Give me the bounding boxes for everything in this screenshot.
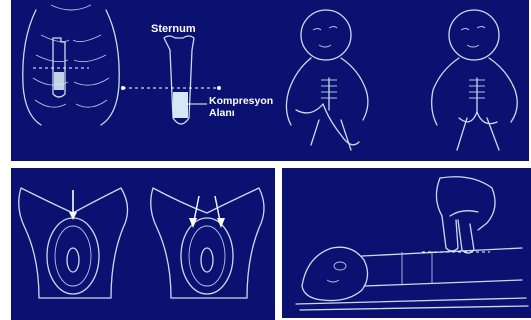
hand-fingers xyxy=(436,177,495,253)
chest-compression-diagram xyxy=(11,0,529,161)
compression-label-line1: Kompresyon xyxy=(209,95,273,107)
ribcage-sketch xyxy=(23,5,119,125)
cross-section-right xyxy=(151,188,264,298)
large-sternum xyxy=(121,36,221,124)
infant-figure-left xyxy=(286,10,367,150)
infant-compression-panel xyxy=(282,168,531,318)
infant-lying xyxy=(296,247,528,310)
small-sternum xyxy=(33,38,89,97)
sternum-label: Sternum xyxy=(151,23,196,35)
chest-cross-section-panel xyxy=(11,168,275,320)
cross-section-left xyxy=(19,188,128,298)
cross-section-diagram xyxy=(11,168,275,320)
compression-label-line2: Alanı xyxy=(209,107,235,119)
infant-figure-right xyxy=(432,10,518,150)
infant-lying-diagram xyxy=(282,168,531,318)
top-illustration-panel: Sternum Kompresyon Alanı xyxy=(11,0,529,161)
compression-area xyxy=(173,92,188,118)
